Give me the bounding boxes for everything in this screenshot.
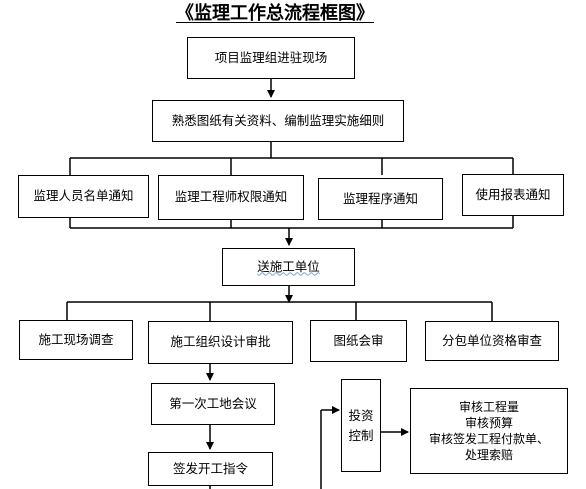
box-first-meeting: 第一次工地会议 (151, 383, 275, 425)
box-enter-site: 项目监理组进驻现场 (187, 37, 355, 79)
box-report-notice: 使用报表通知 (462, 174, 564, 216)
box-design-approval: 施工组织设计审批 (148, 321, 293, 364)
send-unit-label: 送施工单位 (257, 258, 320, 274)
box-start-order: 签发开工指令 (148, 452, 273, 486)
box-investment-control: 投资控制 (341, 379, 381, 472)
box-subcontract-review: 分包单位资格审查 (425, 321, 559, 361)
box-site-survey: 施工现场调查 (19, 320, 133, 360)
box-review-items: 审核工程量 审核预算 审核签发工程付款单、 处理索赔 (410, 388, 568, 474)
box-staff-notice: 监理人员名单通知 (18, 175, 149, 218)
box-authority-notice: 监理工程师权限通知 (158, 175, 304, 220)
box-send-unit: 送施工单位 (222, 248, 355, 286)
box-drawing-review: 图纸会审 (310, 320, 407, 362)
box-procedure-notice: 监理程序通知 (318, 178, 443, 220)
page-title: 《监理工作总流程框图》 (176, 3, 374, 24)
box-familiarize: 熟悉图纸有关资料、编制监理实施细则 (152, 100, 404, 142)
